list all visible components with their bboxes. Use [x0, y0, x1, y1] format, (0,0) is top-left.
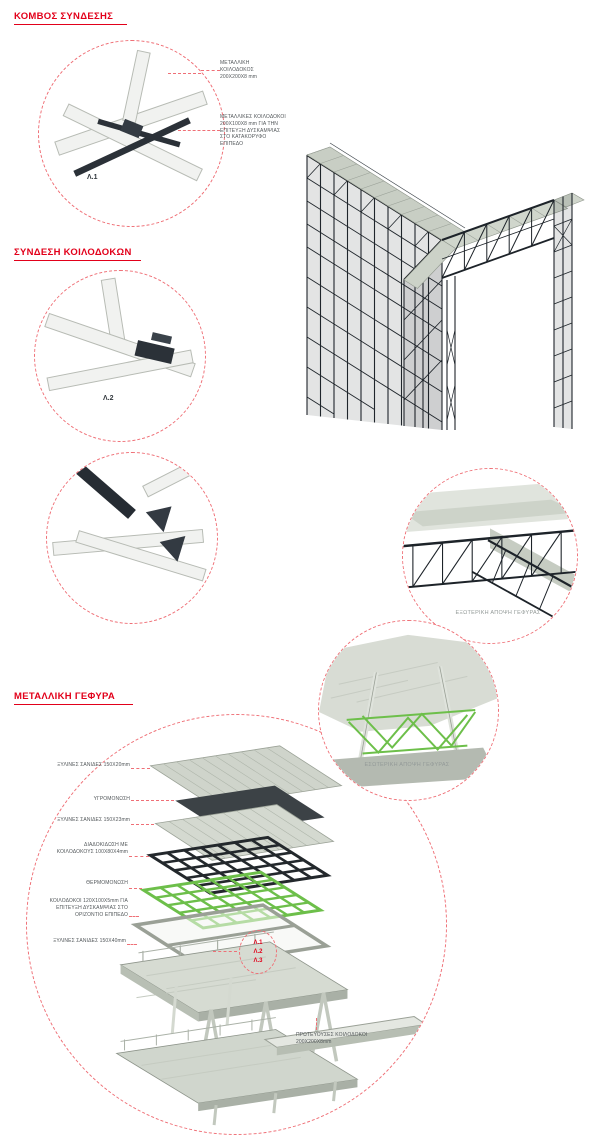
bridge-top-deck — [119, 931, 349, 1022]
leader-line — [127, 944, 137, 945]
ref-label-l3: Λ.3 — [253, 957, 263, 964]
deck-top — [403, 499, 577, 527]
ceiling-streaks — [330, 662, 468, 703]
annotation-planks-23: ΞΥΛΙΝΕΣ ΣΑΝΙΔΕΣ 150Χ23mm — [57, 817, 130, 823]
wing-truss — [471, 539, 577, 623]
exterior-view-label: ΕΞΩΤΕΡΙΚΗ ΑΠΟΨΗ ΓΕΦΥΡΑΣ — [455, 610, 541, 616]
front-wing-lattice — [403, 239, 443, 430]
annotation-primary-beams: ΠΡΩΤΕΥΟΥΣΕΣ ΚΟΙΛΟΔΟΚΟΙ 200Χ200Χ8mm — [296, 1032, 368, 1045]
heading-beam-connection: ΣΥΝΔΕΣΗ ΚΟΙΛΟΔΟΚΩΝ — [14, 247, 141, 261]
beam-detail-drawing-l3 — [52, 453, 207, 582]
portal-columns — [446, 276, 456, 430]
thermal-insulation-layer — [139, 870, 325, 930]
gusset-plates — [145, 506, 186, 562]
detail-reference-bubble: Λ.1 Λ.2 Λ.3 — [239, 930, 277, 974]
leader-line — [213, 951, 237, 952]
annotation-beam-200-100: ΜΕΤΑΛΛΙΚΕΣ ΚΟΙΛΟΔΟΚΟΙ 200Χ100Χ8 mm ΓΙΑ Τ… — [220, 114, 286, 147]
annotation-thermal: ΘΕΡΜΟΜΟΝΩΣΗ — [86, 880, 128, 886]
detail-label-l1: Λ.1 — [87, 174, 98, 181]
annotation-planks-20: ΞΥΛΙΝΕΣ ΣΑΝΙΔΕΣ 150Χ20mm — [57, 762, 130, 768]
exploded-bridge-drawing — [115, 745, 428, 1126]
bridge-render — [306, 142, 585, 430]
leader-line — [131, 824, 154, 825]
annotation-stiffness-beams: ΚΟΙΛΟΔΟΚΟΙ 120Χ100Χ5mm ΓΙΑ ΕΠΙΤΕΥΞΗ ΔΥΣΚ… — [49, 898, 128, 918]
leader-line — [129, 856, 149, 857]
exterior-view-circle — [402, 468, 578, 644]
dark-steel-beam — [54, 453, 136, 519]
right-truss-span — [441, 199, 555, 279]
floor-deck — [322, 747, 498, 790]
ref-label-l2: Λ.2 — [253, 948, 263, 955]
leader-line — [201, 70, 220, 71]
annotation-waterproofing: ΥΓΡΟΜΟΝΩΣΗ — [93, 796, 130, 802]
light-steel-tubes — [52, 455, 207, 582]
leader-line — [129, 888, 142, 889]
detail-circle-l2: Λ.2 — [34, 270, 206, 442]
leader-line — [129, 916, 139, 917]
exterior-view-drawing — [403, 469, 577, 643]
interior-view-circle — [318, 620, 499, 801]
leader-line — [131, 800, 174, 801]
light-steel-tubes — [44, 277, 196, 392]
beam-detail-drawing-l2 — [44, 277, 196, 392]
right-lattice-tower — [553, 193, 573, 429]
dark-steel-connector — [134, 332, 175, 364]
joist-grid-layer — [146, 835, 332, 895]
dark-steel-plates — [73, 117, 191, 177]
planks-top-layer — [149, 745, 343, 806]
leader-line — [316, 1018, 317, 1030]
heading-connection-node: ΚΟΜΒΟΣ ΣΥΝΔΕΣΗΣ — [14, 11, 127, 25]
detail-circle-l1: Λ.1 — [38, 40, 225, 227]
green-truss — [346, 709, 477, 755]
heading-metal-bridge: ΜΕΤΑΛΛΙΚΗ ΓΕΦΥΡΑ — [14, 691, 133, 705]
annotation-joists: ΔΙΑΔΟΚΙΔΩΣΗ ΜΕ ΚΟΙΛΟΔΟΚΟΥΣ 100Χ80Χ4mm — [56, 842, 128, 855]
annotation-planks-40: ΞΥΛΙΝΕΣ ΣΑΝΙΔΕΣ 150Χ40mm — [53, 938, 126, 944]
node-detail-drawing-l1 — [54, 49, 208, 182]
marble-ceiling — [319, 634, 498, 732]
ref-label-l1: Λ.1 — [253, 939, 263, 946]
leader-line — [131, 768, 150, 769]
leader-line — [178, 130, 220, 131]
interior-view-drawing — [319, 621, 498, 800]
light-steel-tubes — [54, 49, 208, 182]
leader-line — [168, 73, 201, 74]
detail-circle-l3 — [46, 452, 218, 624]
annotation-beam-200: ΜΕΤΑΛΛΙΚΗ ΚΟΙΛΟΔΟΚΟΣ 200Χ200Χ8 mm — [220, 60, 258, 80]
exploded-bridge-circle — [26, 714, 447, 1135]
detail-label-l2: Λ.2 — [103, 395, 114, 402]
interior-view-label: ΕΣΩΤΕΡΙΚΗ ΑΠΟΨΗ ΓΕΦΥΡΑΣ — [364, 762, 450, 768]
steel-lattice-wall — [306, 154, 443, 430]
